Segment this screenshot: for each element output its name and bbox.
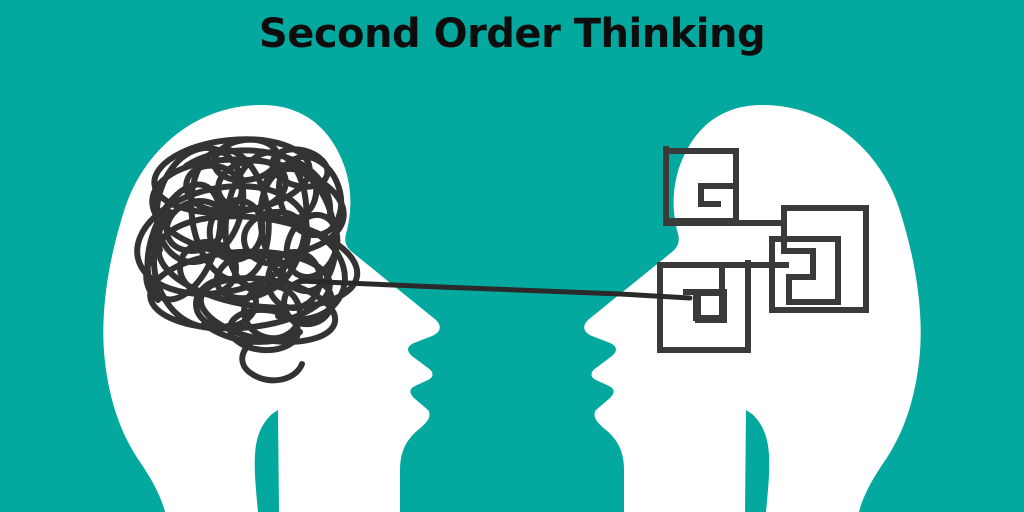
spiral-bottom-inner (683, 289, 727, 323)
thought-connector-line (297, 278, 693, 301)
page-title: Second Order Thinking (259, 11, 765, 57)
left-head-group (103, 105, 440, 512)
square-spiral-brain (657, 146, 869, 353)
spiral-bottom-outer (657, 260, 751, 353)
tangled-scribble-brain (134, 136, 361, 384)
spiral-middle-right (769, 205, 869, 313)
spiral-top-outer (663, 146, 787, 226)
